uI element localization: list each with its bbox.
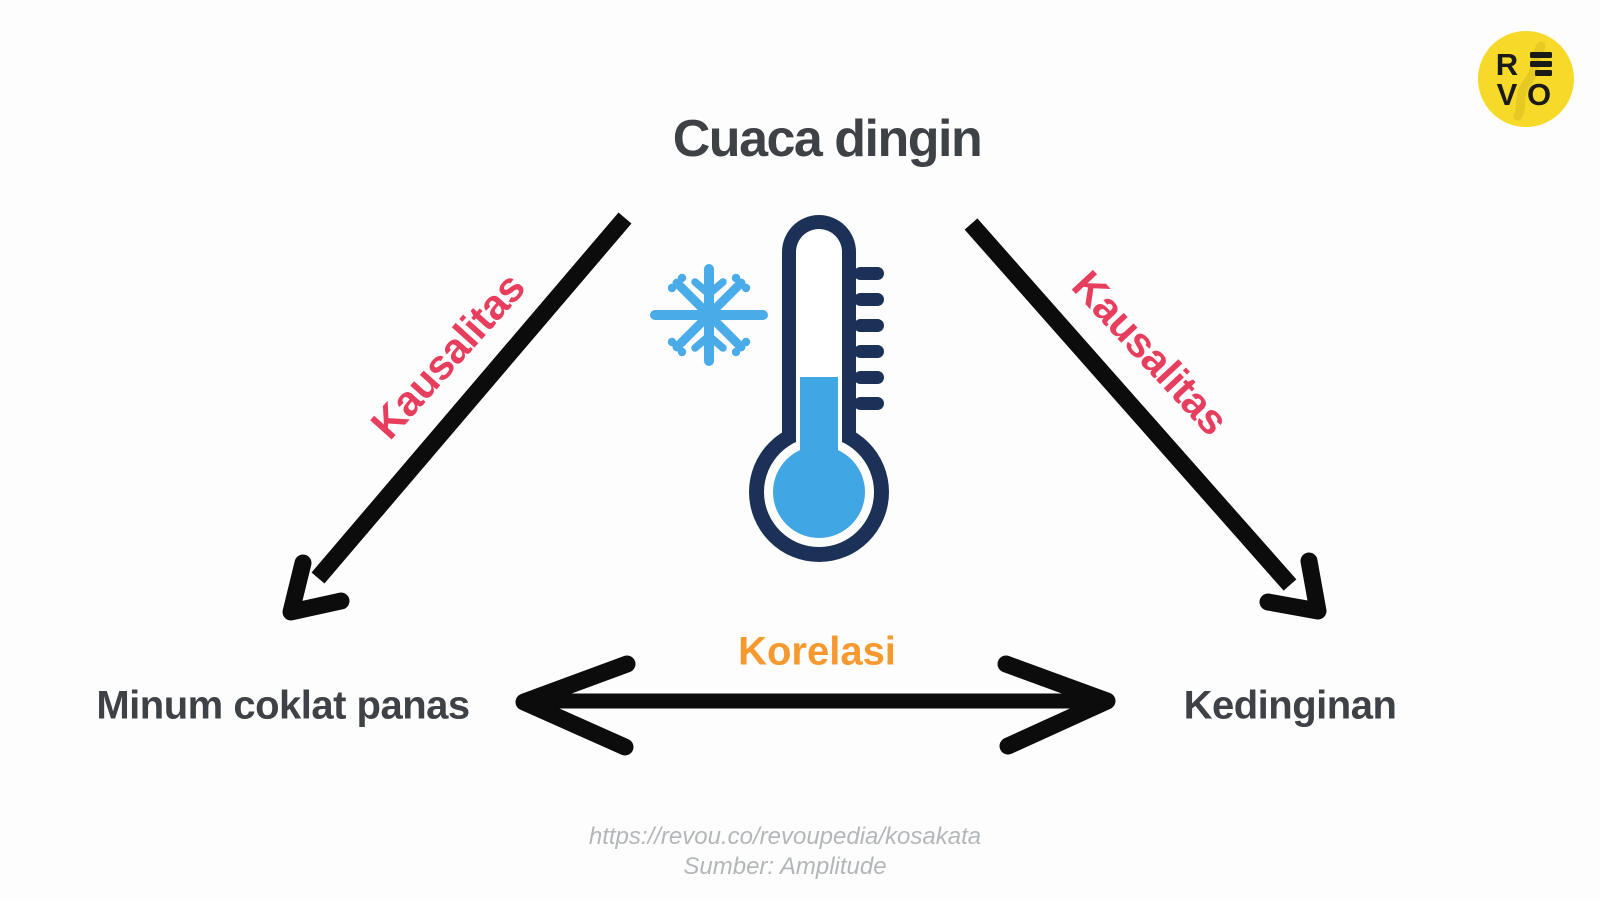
cold-weather-illustration xyxy=(650,215,889,562)
top-node-label: Cuaca dingin xyxy=(672,110,983,168)
three-bars-icon xyxy=(1530,52,1552,76)
footer: https://revou.co/revoupedia/kosakata Sum… xyxy=(589,822,981,882)
correlation-label: Korelasi xyxy=(738,629,896,674)
bottom-right-node-label: Kedinginan xyxy=(1183,683,1397,728)
revou-logo-icon: R V O xyxy=(1478,31,1574,127)
logo-letter-v: V xyxy=(1497,77,1518,112)
right-causality-arrow xyxy=(964,218,1327,620)
snowflake-icon xyxy=(650,264,768,366)
bottom-left-node-label: Minum coklat panas xyxy=(96,683,470,728)
thermometer-icon xyxy=(749,215,889,562)
footer-url: https://revou.co/revoupedia/kosakata xyxy=(588,823,982,850)
left-causality-arrow xyxy=(282,212,632,621)
footer-source: Sumber: Amplitude xyxy=(683,853,887,880)
correlation-arrow xyxy=(515,655,1116,756)
logo-letter-r: R xyxy=(1496,47,1518,82)
revou-logo: R V O xyxy=(1478,31,1574,127)
logo-letter-o: O xyxy=(1527,77,1551,112)
